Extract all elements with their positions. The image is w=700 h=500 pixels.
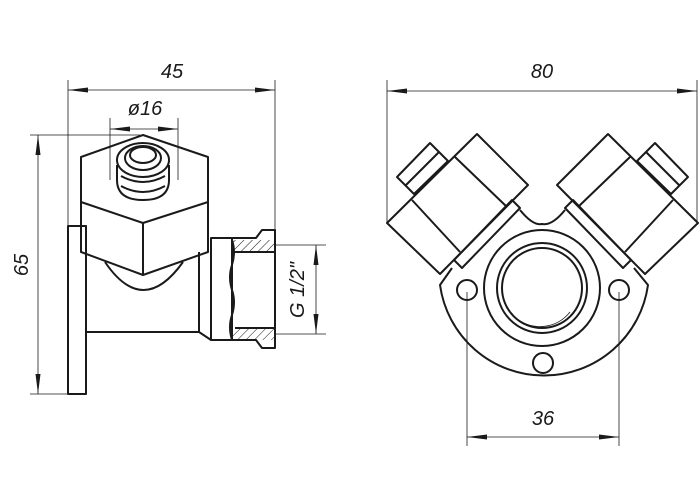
dimension-65: 65: [11, 134, 140, 395]
dimension-thread: G 1/2": [275, 244, 326, 335]
front-view: 80 36: [386, 61, 699, 446]
dimension-label-80: 80: [531, 61, 553, 83]
dimension-label-65: 65: [11, 253, 33, 276]
dimension-diameter-16: ø16: [109, 98, 179, 180]
valve-body: [85, 252, 212, 341]
valve-ball: [104, 261, 184, 291]
mounting-plate: [67, 225, 87, 395]
dimension-label-36: 36: [532, 408, 555, 430]
valve-right: [556, 133, 699, 275]
dimension-45: 45: [67, 61, 276, 232]
valve-left: [386, 133, 529, 275]
hex-nut: [80, 134, 209, 276]
dimension-label-thread: G 1/2": [287, 261, 309, 318]
mounting-hole-left: [456, 279, 478, 301]
mounting-hole-bottom: [532, 352, 554, 374]
side-view: 45 ø16 65 G 1/2": [11, 61, 326, 395]
mounting-hole-right: [608, 279, 630, 301]
dimension-80: 80: [386, 61, 698, 222]
body-notch: [519, 209, 566, 226]
dimension-label-45: 45: [161, 61, 184, 83]
dimension-label-diameter-16: ø16: [128, 98, 163, 120]
flange: [439, 267, 649, 377]
dimension-36: 36: [466, 292, 620, 446]
central-outlet: [483, 229, 601, 347]
threaded-connector: [116, 142, 170, 201]
outlet-fitting: [210, 229, 276, 349]
